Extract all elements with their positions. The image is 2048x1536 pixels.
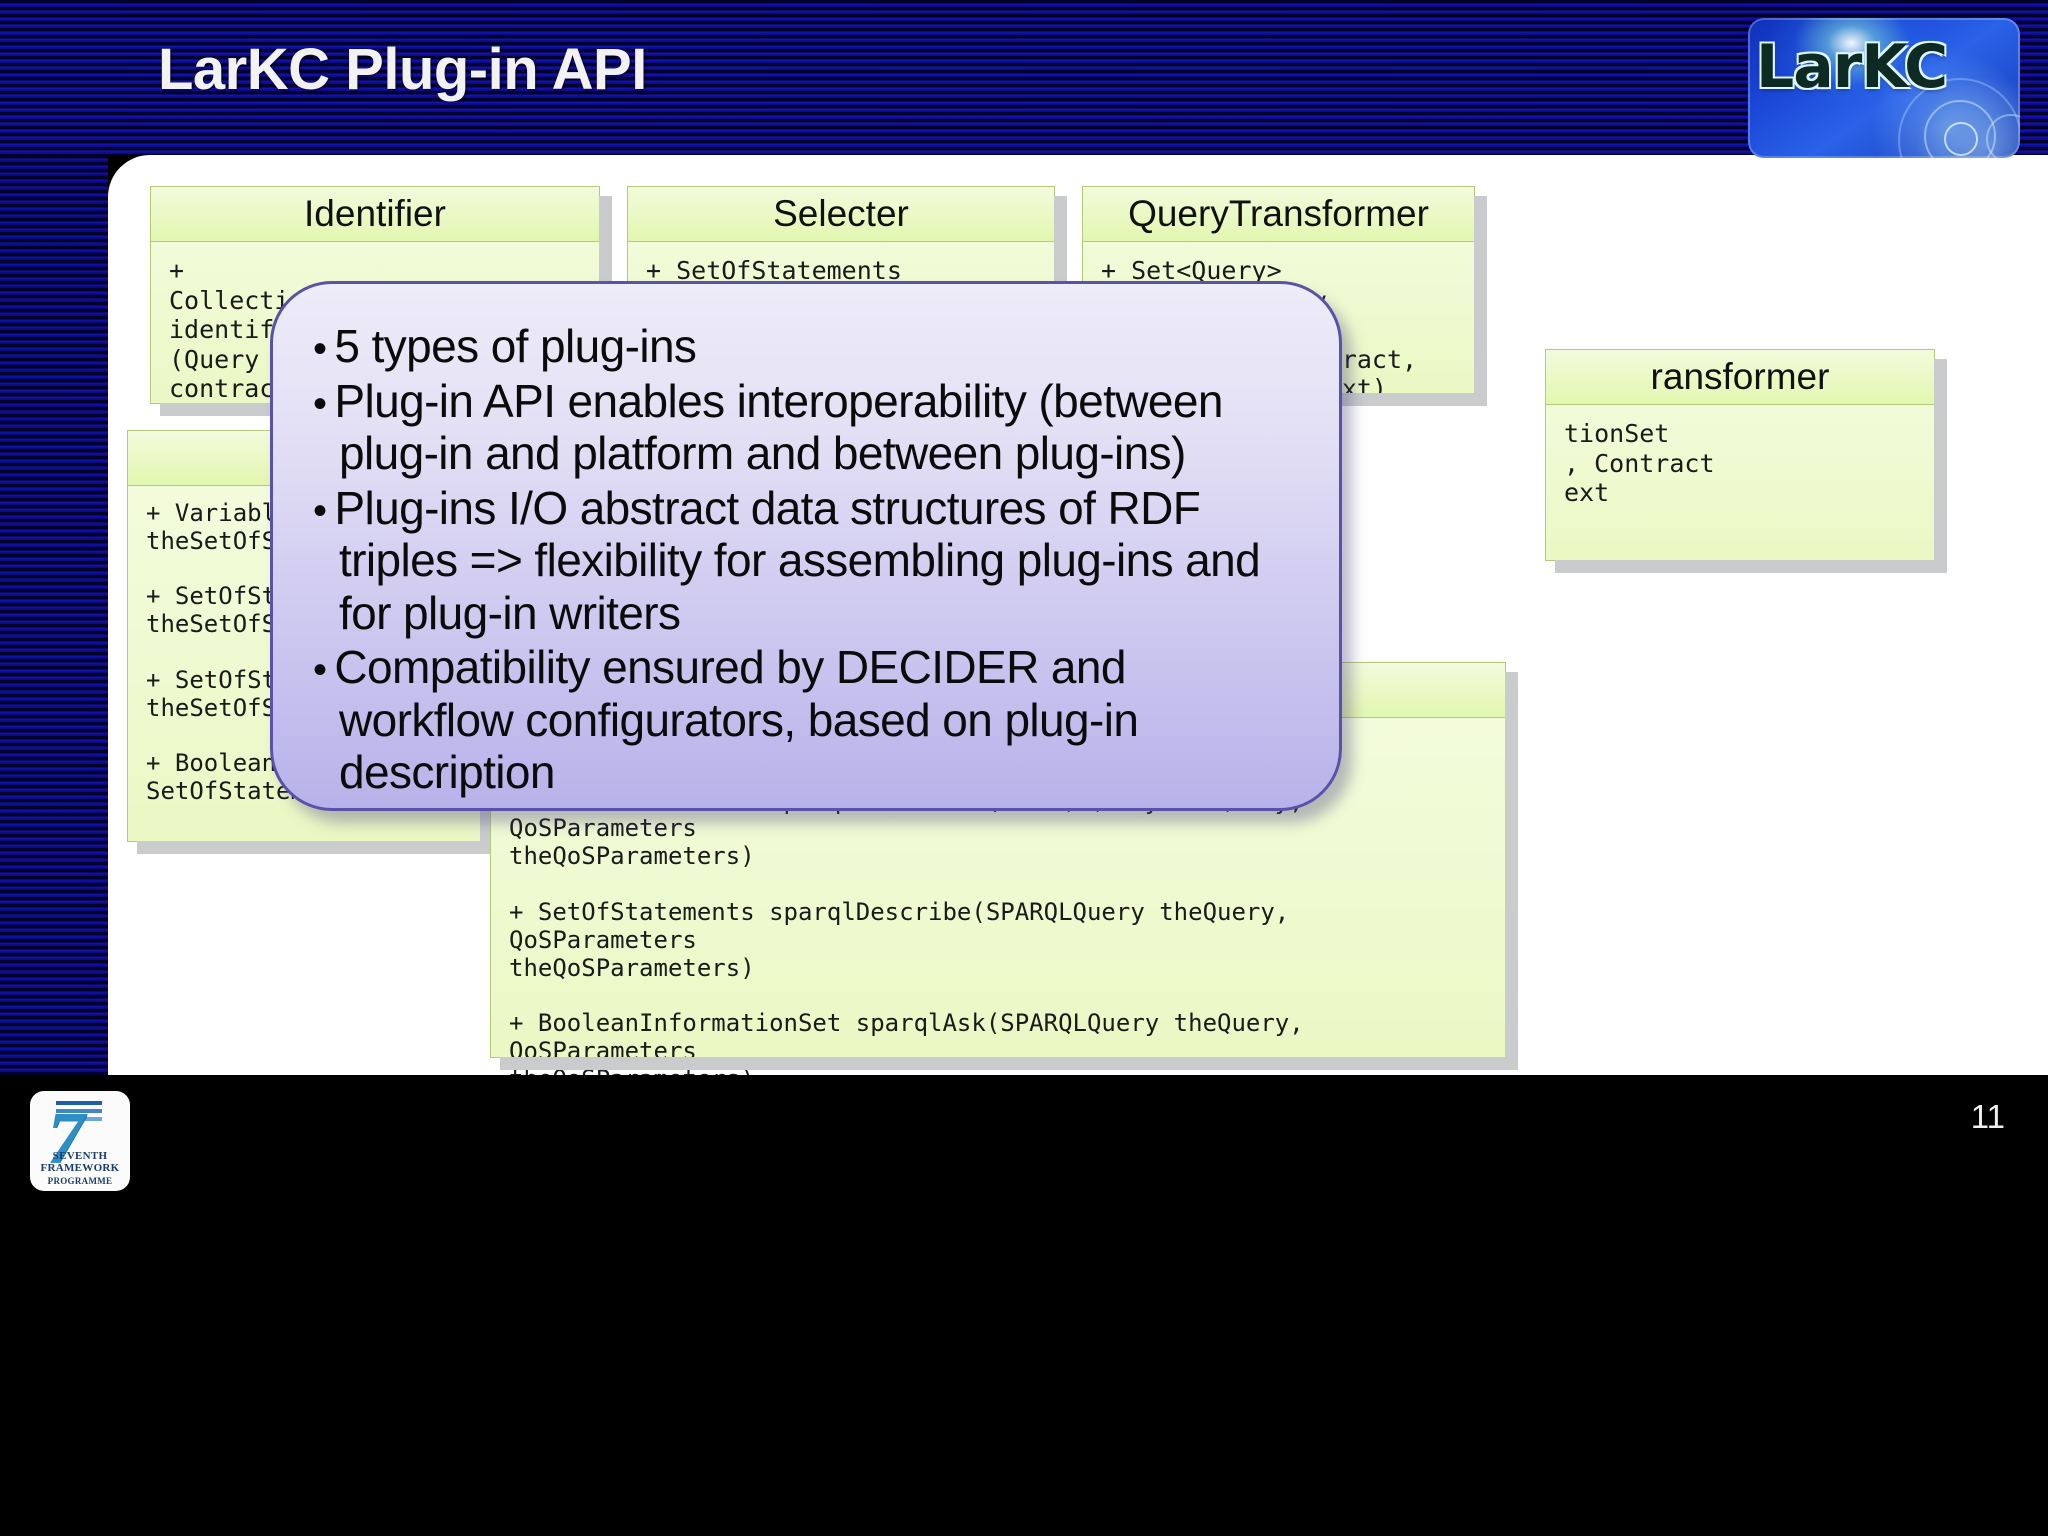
callout-overlay: •5 types of plug-ins •Plug-in API enable… <box>270 281 1342 811</box>
callout-bullet: •5 types of plug-ins <box>313 320 1299 373</box>
uml-class-body: + SetOfStatements <box>646 256 902 285</box>
callout-bullet-text: Plug-ins I/O abstract data structures of… <box>334 481 1261 639</box>
slide-header: LarKC Plug-in API <box>0 0 2048 155</box>
larkc-logo: LarKC <box>1748 18 2020 158</box>
fp7-digit: 7 <box>47 1098 84 1180</box>
uml-class-body: tionSet , Contract ext <box>1564 419 1715 507</box>
callout-bullet-text: 5 types of plug-ins <box>334 320 697 372</box>
uml-class-title: ransformer <box>1546 350 1934 405</box>
slide-footer <box>0 1075 2048 1536</box>
logo-swirl-inner <box>1944 122 1978 156</box>
uml-class-title: Identifier <box>151 187 599 242</box>
uml-class-transformer: ransformer tionSet , Contract ext <box>1545 349 1947 573</box>
uml-class-title: QueryTransformer <box>1083 187 1474 242</box>
page-title: LarKC Plug-in API <box>158 37 647 102</box>
uml-class-title: Selecter <box>628 187 1054 242</box>
bullet-glyph: • <box>313 381 327 426</box>
bullet-glyph: • <box>313 648 327 693</box>
fp7-line-2: PROGRAMME <box>47 1176 113 1186</box>
left-accent-stripe <box>0 155 108 1075</box>
logo-swirl-small <box>1986 114 2020 158</box>
page-number: 11 <box>1970 1098 2005 1135</box>
fp7-bar-2 <box>56 1109 102 1113</box>
callout-bullet-text: Compatibility ensured by DECIDER and wor… <box>334 641 1139 799</box>
bullet-glyph: • <box>313 327 327 371</box>
callout-bullet: •Plug-ins I/O abstract data structures o… <box>313 482 1299 639</box>
fp7-bar-3 <box>56 1117 102 1121</box>
bullet-glyph: • <box>313 488 327 533</box>
fp7-line-1: SEVENTH FRAMEWORK <box>40 1150 120 1174</box>
callout-bullet: •Plug-in API enables interoperability (b… <box>313 375 1299 480</box>
callout-bullet: •Compatibility ensured by DECIDER and wo… <box>313 641 1299 798</box>
callout-bullet-text: Plug-in API enables interoperability (be… <box>334 374 1223 480</box>
fp7-logo: 7 SEVENTH FRAMEWORK PROGRAMME <box>30 1091 130 1191</box>
larkc-logo-text: LarKC <box>1756 32 1948 102</box>
fp7-bar-1 <box>56 1101 102 1105</box>
